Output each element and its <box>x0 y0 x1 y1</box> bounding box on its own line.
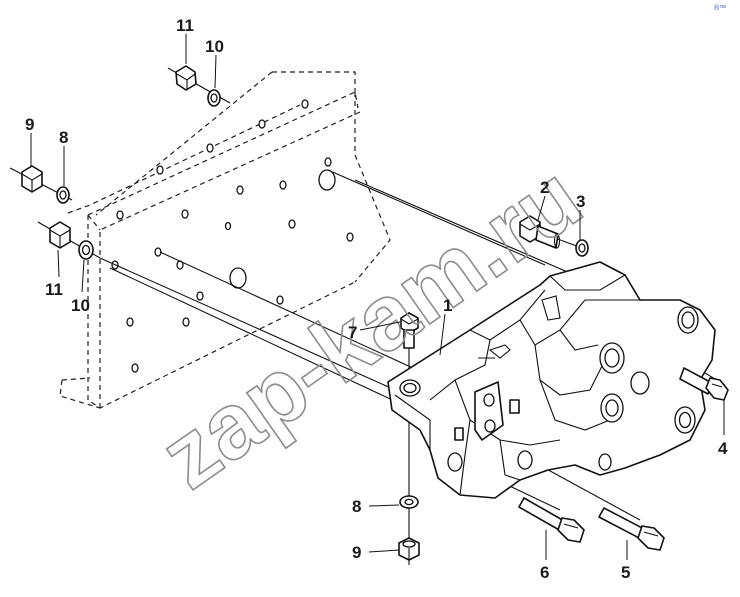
frame-holes <box>111 99 354 373</box>
callout-7: 7 <box>348 323 357 342</box>
washer-10-top <box>207 89 221 107</box>
bolt-7 <box>400 312 419 349</box>
callout-labels: 11 10 9 8 11 10 2 3 1 7 4 8 9 6 5 <box>25 16 728 582</box>
leader-lines <box>30 34 725 560</box>
bolt-5 <box>598 507 665 551</box>
callout-8-left: 8 <box>59 128 68 147</box>
bolt-4 <box>679 367 729 401</box>
callout-9-bottom: 9 <box>352 543 361 562</box>
callout-4: 4 <box>718 439 728 458</box>
bolt-2 <box>519 215 561 249</box>
nut-9-bottom <box>398 537 420 561</box>
callout-5: 5 <box>621 563 630 582</box>
callout-1: 1 <box>443 296 452 315</box>
callout-11-left: 11 <box>45 280 63 299</box>
callout-9-left: 9 <box>25 115 34 134</box>
corner-mark: ®™ <box>714 4 726 12</box>
nut-11-left <box>49 221 71 249</box>
callout-10-top: 10 <box>205 37 224 56</box>
callout-11-top: 11 <box>176 16 194 35</box>
bolt-6 <box>518 497 585 543</box>
callout-10-left: 10 <box>71 296 90 315</box>
callout-3: 3 <box>576 192 585 211</box>
nut-11-top <box>175 65 197 91</box>
callout-6: 6 <box>540 563 549 582</box>
washer-8-bottom <box>399 495 419 509</box>
callout-8-bottom: 8 <box>352 497 361 516</box>
nut-9-left <box>21 165 43 193</box>
washer-10-left <box>78 240 94 260</box>
washer-3 <box>575 239 589 257</box>
washer-8-left <box>56 186 70 204</box>
callout-2: 2 <box>540 178 549 197</box>
frame-rail <box>59 71 391 409</box>
mounting-bracket <box>387 261 716 499</box>
